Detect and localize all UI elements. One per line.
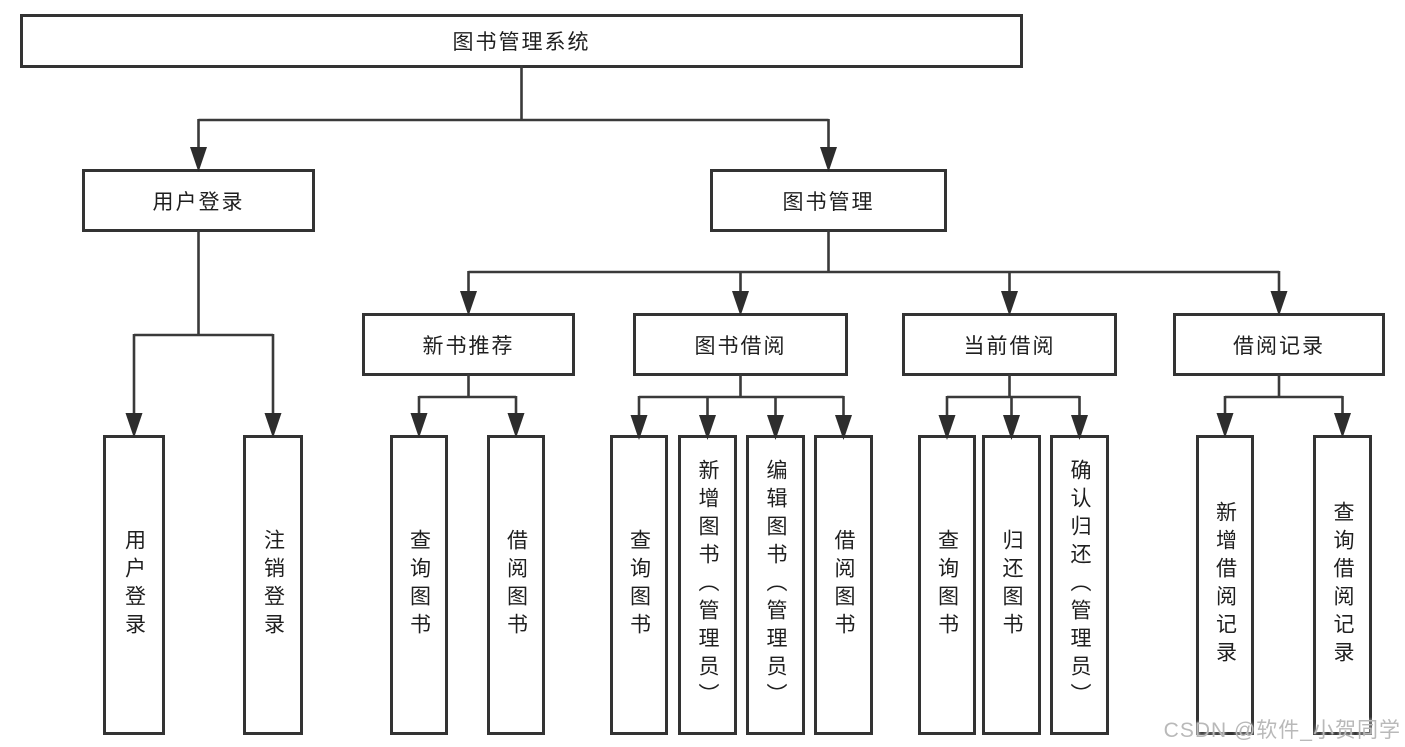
leaf-logout: 注销登录 [243, 435, 303, 735]
node-borrowing-records: 借阅记录 [1173, 313, 1385, 376]
leaf-query-borrow-record: 查询借阅记录 [1313, 435, 1372, 735]
leaf-query-books-borrowing-label: 查询图书 [627, 529, 651, 641]
leaf-borrow-books-recommend-label: 借阅图书 [504, 529, 528, 641]
leaf-confirm-return-admin-label: 确认归还（管理员） [1068, 459, 1091, 711]
node-new-book-recommendation: 新书推荐 [362, 313, 575, 376]
leaf-query-borrow-record-label: 查询借阅记录 [1331, 501, 1354, 669]
node-book-borrowing: 图书借阅 [633, 313, 848, 376]
leaf-add-books-admin-label: 新增图书（管理员） [696, 459, 719, 711]
leaf-query-books-current-label: 查询图书 [935, 529, 959, 641]
leaf-query-books-current: 查询图书 [918, 435, 976, 735]
leaf-borrow-books-label: 借阅图书 [832, 529, 855, 641]
leaf-return-books: 归还图书 [982, 435, 1041, 735]
node-current-borrowing: 当前借阅 [902, 313, 1117, 376]
leaf-edit-books-admin-label: 编辑图书（管理员） [764, 459, 787, 711]
leaf-add-borrow-record-label: 新增借阅记录 [1213, 501, 1237, 669]
leaf-query-books-recommend-label: 查询图书 [407, 529, 431, 641]
leaf-user-login: 用户登录 [103, 435, 165, 735]
leaf-edit-books-admin: 编辑图书（管理员） [746, 435, 805, 735]
leaf-logout-label: 注销登录 [261, 529, 285, 641]
leaf-return-books-label: 归还图书 [1000, 529, 1023, 641]
node-book-management: 图书管理 [710, 169, 947, 232]
leaf-query-books-borrowing: 查询图书 [610, 435, 668, 735]
leaf-borrow-books: 借阅图书 [814, 435, 873, 735]
node-user-login: 用户登录 [82, 169, 315, 232]
node-library-management-system: 图书管理系统 [20, 14, 1023, 68]
leaf-add-borrow-record: 新增借阅记录 [1196, 435, 1254, 735]
leaf-user-login-label: 用户登录 [122, 529, 146, 641]
watermark: CSDN @软件_小贺同学 [1163, 719, 1401, 742]
leaf-confirm-return-admin: 确认归还（管理员） [1050, 435, 1109, 735]
leaf-query-books-recommend: 查询图书 [390, 435, 448, 735]
leaf-add-books-admin: 新增图书（管理员） [678, 435, 737, 735]
leaf-borrow-books-recommend: 借阅图书 [487, 435, 545, 735]
